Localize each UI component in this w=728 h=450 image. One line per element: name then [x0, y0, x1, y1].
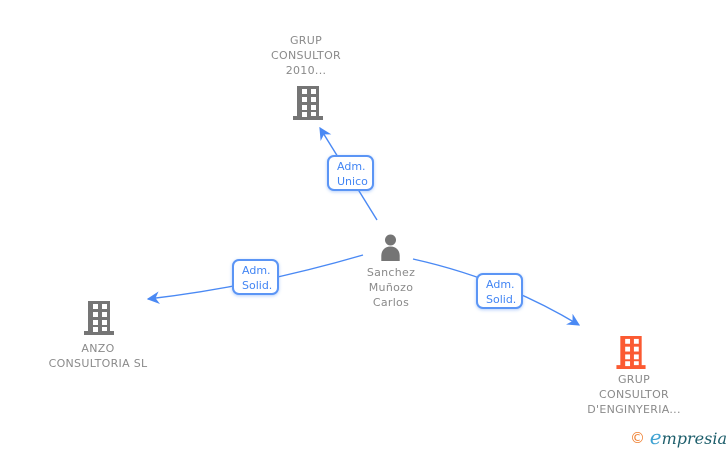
- copyright-symbol: ©: [629, 429, 645, 447]
- edge-label-line: Adm.: [337, 160, 366, 173]
- edge-label-line: Solid.: [486, 293, 517, 306]
- company-name-line: D'ENGINYERIA...: [587, 403, 681, 416]
- empresia-logo[interactable]: © empresia: [630, 425, 727, 449]
- person-name-line: Sanchez: [366, 266, 416, 279]
- building-icon[interactable]: [84, 301, 114, 335]
- company-name-line: ANZO: [81, 342, 115, 355]
- edge-label-adm-solid-left: Adm. Solid.: [232, 259, 279, 295]
- logo-text: mpresia: [661, 429, 727, 448]
- building-icon-highlighted[interactable]: [616, 336, 646, 369]
- edge-label-line: Solid.: [242, 279, 273, 292]
- person-icon[interactable]: [377, 234, 404, 261]
- node-label-left-company[interactable]: ANZO CONSULTORIA SL: [18, 341, 178, 371]
- company-name-line: GRUP: [617, 373, 651, 386]
- edge-label-adm-unico: Adm. Unico: [327, 155, 374, 191]
- person-name-line: Muñozo: [368, 281, 414, 294]
- company-name-line: CONSULTOR: [599, 388, 669, 401]
- node-label-top-company[interactable]: GRUP CONSULTOR 2010...: [226, 33, 386, 78]
- node-label-person[interactable]: Sanchez Muñozo Carlos: [311, 265, 471, 310]
- logo-initial: e: [649, 425, 662, 449]
- person-name-line: Carlos: [372, 296, 410, 309]
- edge-label-line: Adm.: [486, 278, 515, 291]
- company-name-line: 2010...: [285, 64, 327, 77]
- node-label-right-company[interactable]: GRUP CONSULTOR D'ENGINYERIA...: [554, 372, 714, 417]
- company-name-line: GRUP: [289, 34, 323, 47]
- company-name-line: CONSULTOR: [271, 49, 341, 62]
- company-name-line: CONSULTORIA SL: [48, 357, 148, 370]
- edge-label-line: Unico: [337, 175, 368, 188]
- edge-label-adm-solid-right: Adm. Solid.: [476, 273, 523, 309]
- edge-label-line: Adm.: [242, 264, 271, 277]
- building-icon[interactable]: [293, 86, 323, 120]
